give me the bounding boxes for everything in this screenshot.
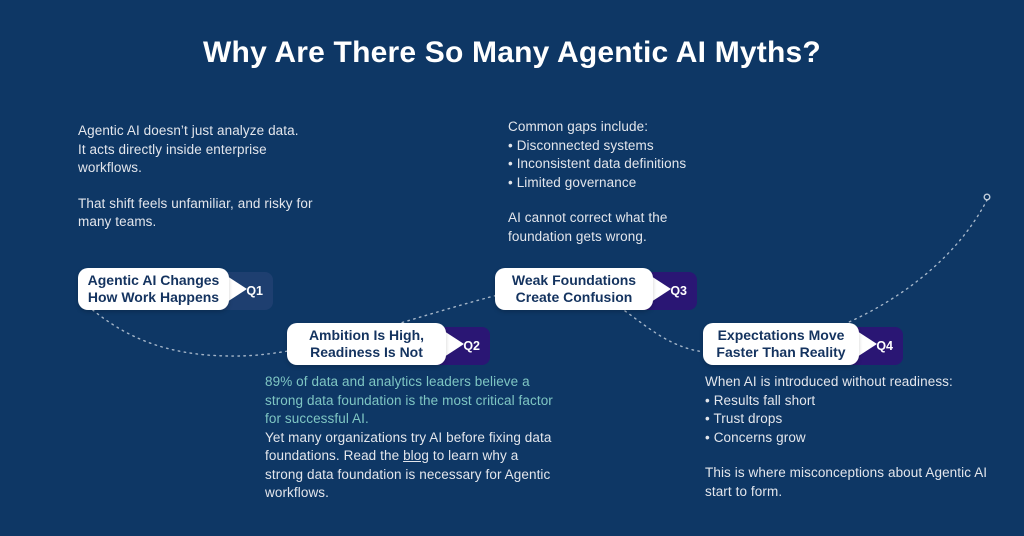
- paragraph-text-after-link: to learn why a strong data foundation is…: [265, 448, 551, 500]
- data-foundation-paragraph: Yet many organizations try AI before fix…: [265, 429, 553, 503]
- readiness-footer: This is where misconceptions about Agent…: [705, 465, 988, 499]
- gap-bullet-2: Inconsistent data definitions: [508, 155, 700, 174]
- milestone-chip-q1: Q1 Agentic AI Changes How Work Happens: [78, 268, 273, 312]
- milestone-label-q2: Ambition Is High, Readiness Is Not: [287, 323, 446, 365]
- milestone-label-line2: How Work Happens: [87, 289, 220, 305]
- milestone-chip-q3: Q3 Weak Foundations Create Confusion: [495, 268, 697, 312]
- gap-bullet-3: Limited governance: [508, 174, 700, 193]
- milestone-label-line1: Weak Foundations: [511, 272, 637, 288]
- milestone-label-q3: Weak Foundations Create Confusion: [495, 268, 653, 310]
- milestone-label-line1: Expectations Move: [717, 327, 845, 343]
- readiness-block: When AI is introduced without readiness:…: [705, 373, 1003, 501]
- blog-link[interactable]: blog: [403, 448, 429, 463]
- paragraph-text-before-link: Yet many organizations try AI before fix…: [265, 429, 552, 464]
- intro-line-1: Agentic AI doesn’t just analyze data.: [78, 123, 299, 138]
- milestone-label-q4: Expectations Move Faster Than Reality: [703, 323, 859, 365]
- page-title: Why Are There So Many Agentic AI Myths?: [203, 36, 821, 69]
- common-gaps-heading: Common gaps include:: [508, 119, 649, 134]
- readiness-bullet-3: Concerns grow: [705, 429, 1003, 448]
- common-gaps-block: Common gaps include: Disconnected system…: [508, 118, 700, 246]
- readiness-heading: When AI is introduced without readiness:: [705, 374, 953, 389]
- milestone-label-line2: Readiness Is Not: [310, 344, 423, 360]
- milestone-chip-q2: Q2 Ambition Is High, Readiness Is Not: [287, 323, 490, 367]
- stat-highlight-text: 89% of data and analytics leaders believ…: [265, 374, 553, 426]
- intro-line-2: It acts directly inside enterprise workf…: [78, 141, 267, 176]
- milestone-label-q1: Agentic AI Changes How Work Happens: [78, 268, 229, 310]
- milestone-chip-q4: Q4 Expectations Move Faster Than Reality: [703, 323, 903, 367]
- intro-para-2: That shift feels unfamiliar, and risky f…: [78, 195, 313, 230]
- gap-bullet-1: Disconnected systems: [508, 137, 700, 156]
- readiness-bullet-1: Results fall short: [705, 392, 1003, 411]
- milestone-label-line1: Agentic AI Changes: [87, 272, 220, 288]
- readiness-bullet-2: Trust drops: [705, 410, 1003, 429]
- intro-text-block: Agentic AI doesn’t just analyze data. It…: [78, 122, 323, 232]
- milestone-label-line1: Ambition Is High,: [308, 327, 425, 343]
- milestone-label-line2: Faster Than Reality: [716, 344, 846, 360]
- journey-curve-end-dot: [983, 193, 991, 201]
- milestone-label-line2: Create Confusion: [515, 289, 633, 305]
- common-gaps-footer: AI cannot correct what the foundation ge…: [508, 210, 668, 244]
- data-foundation-block: 89% of data and analytics leaders believ…: [265, 373, 553, 503]
